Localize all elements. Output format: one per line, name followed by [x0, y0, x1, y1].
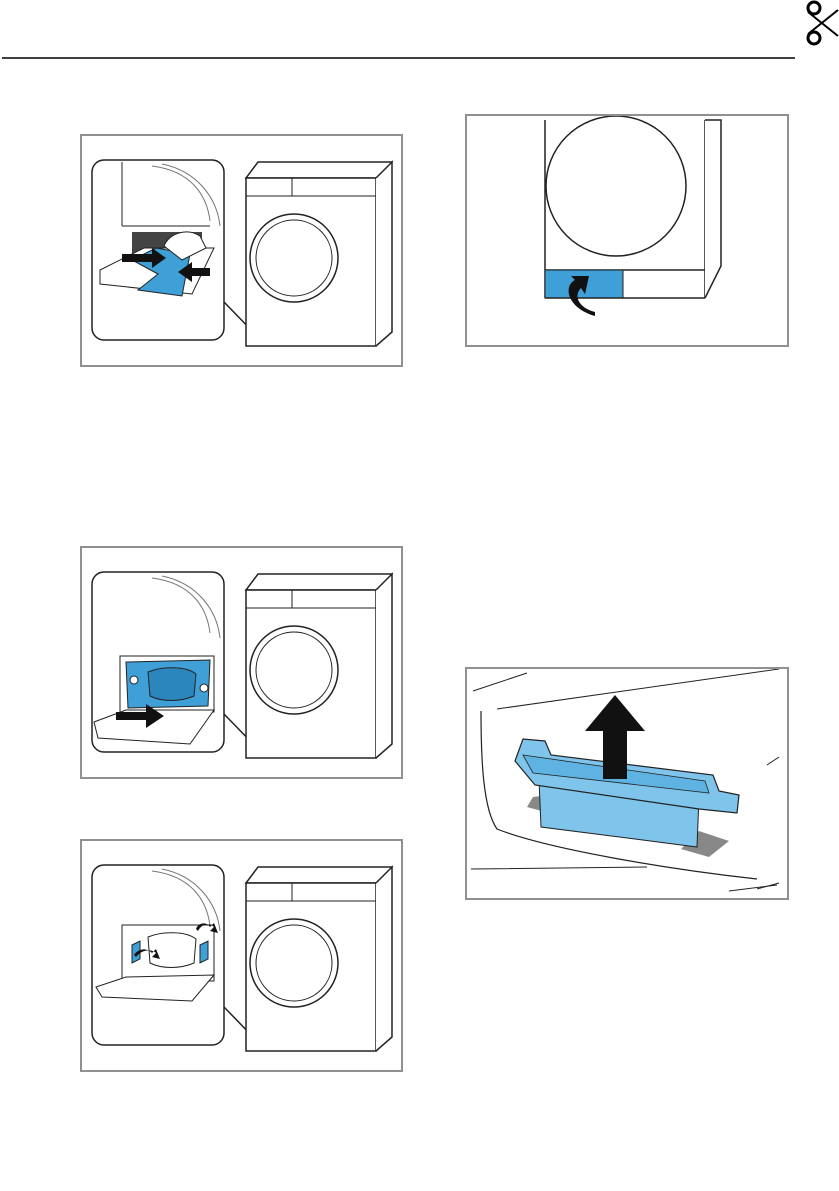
lift-filter-container-icon [467, 669, 787, 898]
figure-open-maintenance-flap [465, 114, 789, 347]
dryer-open-maintenance-flap-icon [467, 116, 787, 345]
figure-insert-filter [80, 546, 403, 779]
dryer-insert-filter-icon [82, 548, 401, 777]
dryer-pull-filter-drawer-icon [82, 136, 401, 365]
dryer-close-filter-lock-icon [82, 841, 401, 1070]
figure-close-filter-locks [80, 839, 403, 1072]
figure-pull-filter-drawer [80, 134, 403, 367]
cut-line-scissors-icon [2, 0, 839, 62]
figure-lift-filter-container [465, 667, 789, 900]
